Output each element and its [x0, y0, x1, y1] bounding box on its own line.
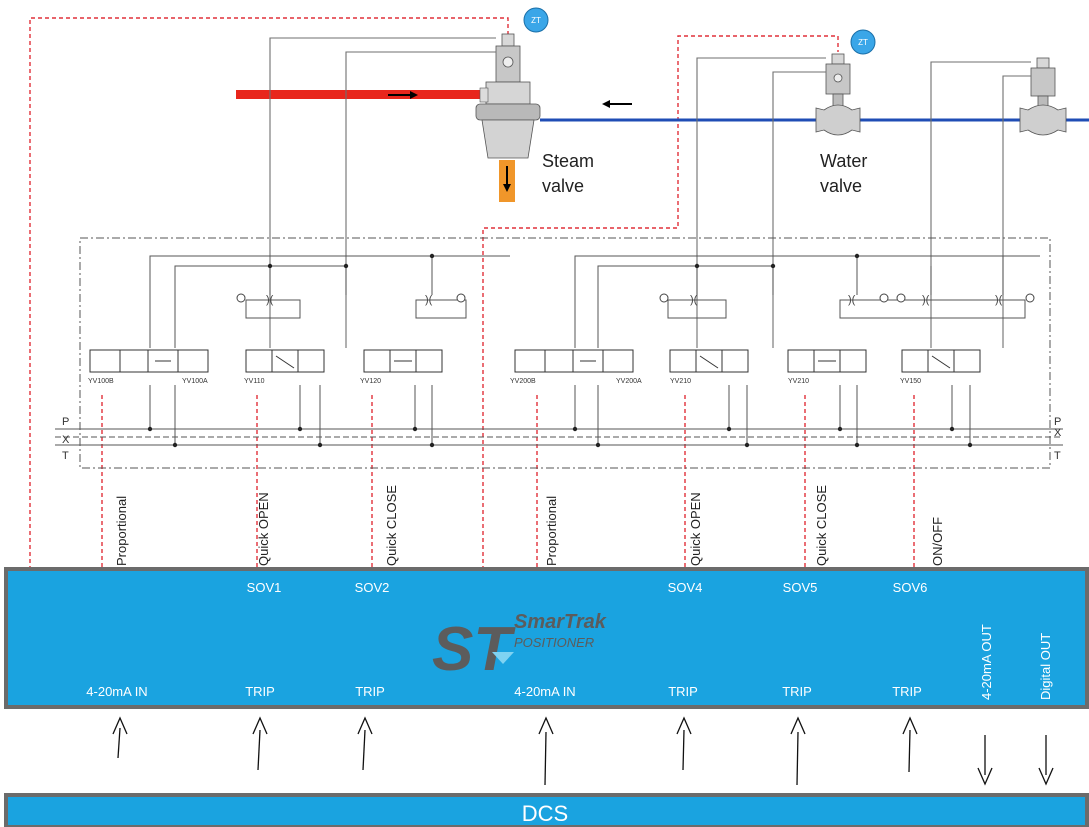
manifold-plumbing: [149, 255, 1040, 445]
arrow-up-icon: [538, 716, 554, 786]
sov6-label: SOV6: [893, 580, 928, 595]
water-pipe: [540, 100, 1089, 122]
solenoid-yv150: [901, 349, 981, 373]
input-label-4: 4-20mA IN: [514, 684, 575, 699]
svg-text:YV200B: YV200B: [510, 378, 536, 385]
label-proportional-2: Proportional: [544, 496, 559, 566]
input-label-1: 4-20mA IN: [86, 684, 147, 699]
brand-name: SmarTrak: [514, 611, 607, 633]
svg-text:YV210: YV210: [788, 378, 809, 385]
signal-labels: Proportional Quick OPEN Quick CLOSE Prop…: [114, 485, 945, 566]
logo-letters: ST: [432, 615, 516, 684]
port-t-right: T: [1054, 450, 1061, 462]
arrow-down-icon: [1038, 735, 1054, 786]
water-valve-label-line1: Water: [820, 151, 867, 171]
label-quick-open-2: Quick OPEN: [688, 492, 703, 566]
solenoid-valves: [89, 349, 981, 373]
arrow-up-icon: [902, 716, 918, 773]
steam-outlet-pipe: [499, 160, 515, 202]
arrow-up-icon: [112, 716, 128, 759]
label-quick-open-1: Quick OPEN: [256, 492, 271, 566]
svg-text:YV100B: YV100B: [88, 378, 114, 385]
svg-text:YV150: YV150: [900, 378, 921, 385]
arrow-up-icon: [676, 716, 692, 771]
svg-text:)(: )(: [690, 294, 698, 306]
throttle-check-valves: )( )( )( )( )( )(: [236, 293, 1035, 306]
brand-subtitle: POSITIONER: [514, 635, 594, 650]
steam-valve: [475, 33, 541, 159]
output-label-analog: 4-20mA OUT: [979, 624, 994, 700]
sov2-label: SOV2: [355, 580, 390, 595]
onoff-valve: [1019, 57, 1067, 136]
solenoid-yv120: [363, 349, 443, 373]
solenoid-yv100: [89, 349, 209, 373]
port-p-left: P: [62, 416, 69, 428]
solenoid-tags: YV100B YV100A YV110 YV120 YV200B YV200A …: [88, 378, 921, 385]
svg-text:ZT: ZT: [531, 16, 541, 25]
svg-text:)(: )(: [922, 294, 930, 306]
sov4-label: SOV4: [668, 580, 703, 595]
label-proportional-1: Proportional: [114, 496, 129, 566]
port-p-right: P: [1054, 416, 1061, 428]
port-t-left: T: [62, 450, 69, 462]
port-x-right: X: [1054, 427, 1062, 439]
svg-text:YV200A: YV200A: [616, 378, 642, 385]
smartrak-logo: ST SmarTrak POSITIONER: [432, 611, 607, 684]
water-valve-zt-badge: ZT: [850, 29, 876, 55]
svg-text:YV100A: YV100A: [182, 378, 208, 385]
arrow-up-icon: [790, 716, 806, 786]
sov-labels: SOV1 SOV2 SOV4 SOV5 SOV6: [247, 580, 928, 595]
steam-valve-label-line2: valve: [542, 176, 584, 196]
solenoid-yv110: [245, 349, 325, 373]
water-valve: [815, 53, 861, 136]
svg-text:)(: )(: [995, 294, 1003, 306]
arrow-up-icon: [252, 716, 268, 771]
manifold-junctions: [147, 253, 973, 448]
output-label-digital: Digital OUT: [1038, 633, 1053, 700]
label-quick-close-1: Quick CLOSE: [384, 485, 399, 566]
solenoid-yv200: [514, 349, 634, 373]
svg-text:)(: )(: [848, 294, 856, 306]
steam-valve-zt-badge: ZT: [523, 7, 549, 33]
water-valve-label-line2: valve: [820, 176, 862, 196]
dcs-bar: DCS: [4, 793, 1089, 827]
label-quick-close-2: Quick CLOSE: [814, 485, 829, 566]
input-labels: 4-20mA IN TRIP TRIP 4-20mA IN TRIP TRIP …: [86, 624, 1053, 700]
port-x-left: X: [62, 434, 70, 446]
svg-text:YV120: YV120: [360, 378, 381, 385]
sov1-label: SOV1: [247, 580, 282, 595]
solenoid-yv220: [787, 349, 867, 373]
actuator-tubing: [269, 37, 1031, 348]
solenoid-yv210: [669, 349, 749, 373]
input-label-6: TRIP: [782, 684, 812, 699]
logo-arrow-icon: [492, 652, 514, 664]
svg-text:)(: )(: [425, 294, 433, 306]
svg-text:)(: )(: [266, 294, 274, 306]
dcs-label: DCS: [522, 801, 568, 826]
smartrak-positioner-panel: [4, 567, 1089, 709]
input-label-2: TRIP: [245, 684, 275, 699]
feedback-lines: [29, 17, 915, 570]
label-onoff: ON/OFF: [930, 517, 945, 566]
signal-arrows: [112, 716, 1054, 786]
svg-text:YV210: YV210: [670, 378, 691, 385]
arrow-down-icon: [977, 735, 993, 786]
input-label-5: TRIP: [668, 684, 698, 699]
steam-pipe: [236, 90, 482, 99]
arrow-up-icon: [357, 716, 373, 771]
sov5-label: SOV5: [783, 580, 818, 595]
steam-valve-label-line1: Steam: [542, 151, 594, 171]
input-label-7: TRIP: [892, 684, 922, 699]
manifold-block: P X T P X T: [55, 237, 1063, 469]
svg-text:YV110: YV110: [244, 378, 265, 385]
svg-text:ZT: ZT: [858, 38, 868, 47]
input-label-3: TRIP: [355, 684, 385, 699]
